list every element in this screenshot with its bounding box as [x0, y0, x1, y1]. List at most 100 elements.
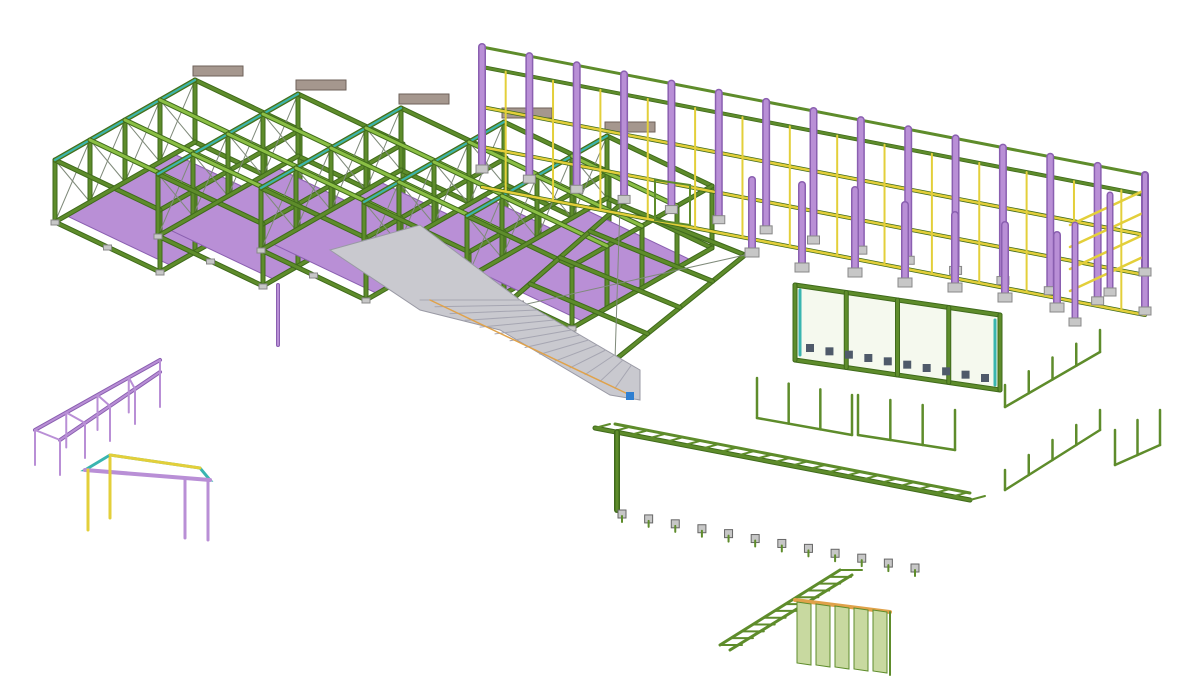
canopy-rung: [34, 429, 61, 441]
post-footing: [759, 225, 773, 235]
post-footing: [1138, 306, 1152, 316]
stair-tread: [539, 339, 590, 355]
tray-rung: [665, 436, 683, 443]
canopy-rung: [127, 376, 136, 390]
cross-brace: [227, 133, 264, 177]
base-plate: [258, 283, 268, 290]
roof-equipment-block: [295, 79, 347, 91]
tray-rung: [826, 467, 844, 474]
base-plate: [309, 272, 318, 279]
stair-tread: [584, 354, 615, 376]
stair-tread: [434, 304, 530, 308]
stair-tread: [479, 319, 555, 328]
roof-rung: [500, 194, 609, 248]
canopy-rung: [96, 394, 111, 407]
access-panel: [872, 609, 888, 674]
canopy-rung: [65, 411, 86, 424]
tray-rung: [861, 474, 879, 481]
stair-tread: [494, 324, 564, 335]
equipment-unit: [864, 354, 873, 362]
access-panel: [796, 601, 812, 666]
cross-brace: [433, 161, 470, 205]
roof-equipment-block: [604, 121, 656, 133]
post-footing: [1091, 296, 1105, 306]
column-footing: [794, 262, 810, 273]
enclosure-module-assembly: [792, 282, 1003, 393]
tray-rung: [969, 495, 986, 501]
walkway-rung: [588, 229, 714, 283]
post-footing: [522, 174, 536, 184]
tray-rung: [933, 488, 951, 495]
rail-base: [856, 433, 957, 452]
stair-landing-block: [626, 392, 634, 400]
platform-frames-assembly: [50, 65, 748, 363]
cross-brace: [192, 153, 229, 197]
cross-brace: [89, 139, 126, 183]
tray-rung: [897, 481, 915, 488]
tray-rung: [629, 429, 647, 436]
roof-rung: [535, 174, 644, 228]
tray-rung: [951, 491, 969, 498]
cross-brace: [260, 187, 297, 231]
bottom-chord: [465, 196, 609, 280]
walkway-rung: [528, 282, 649, 336]
base-plate: [206, 258, 215, 265]
cross-brace: [54, 159, 91, 203]
rail-base: [1003, 350, 1102, 409]
equipment-unit: [883, 357, 892, 366]
access-ladder-assembly: [718, 568, 892, 676]
post-footing: [617, 194, 631, 204]
walkway-brace: [499, 254, 746, 311]
tray-rung: [754, 453, 772, 460]
post-footing: [475, 164, 489, 174]
rail-base: [1113, 443, 1162, 467]
bottom-chord: [259, 168, 403, 252]
tray-rung: [844, 471, 861, 477]
stair-tread: [449, 309, 538, 315]
gate-frame: [654, 178, 691, 227]
roof-equipment-block: [398, 93, 450, 105]
bottom-chord: [570, 246, 714, 330]
standalone-columns-assembly: [744, 176, 1065, 313]
tray-rung: [719, 447, 736, 453]
post-footing: [570, 184, 584, 194]
tray-rung: [647, 433, 665, 440]
column-footing: [744, 247, 760, 258]
stair-tread: [464, 314, 547, 321]
equipment-unit: [942, 367, 951, 376]
cross-brace: [262, 113, 299, 157]
cross-brace: [466, 215, 503, 259]
fence-rail: [480, 185, 1147, 317]
equipment-unit: [844, 350, 853, 359]
top-chord: [53, 158, 162, 212]
top-chord: [156, 172, 265, 226]
stair-handrail: [429, 299, 631, 396]
rail-base: [755, 416, 854, 437]
equipment-unit: [961, 370, 970, 379]
bottom-chord: [53, 140, 197, 224]
canopy-beam: [108, 453, 202, 470]
cable-tray-assembly: [592, 422, 986, 513]
tray-rung: [790, 460, 808, 467]
canopy-beam: [83, 468, 212, 482]
ladder-stringer: [718, 568, 842, 647]
lower-walkway-frame: [276, 202, 748, 363]
cross-brace: [159, 99, 196, 143]
column-footing: [1049, 302, 1065, 313]
cross-brace: [124, 119, 161, 163]
tray-side: [593, 426, 972, 502]
stair-tread: [554, 344, 598, 362]
tray-rung: [772, 457, 790, 464]
cross-brace: [468, 141, 505, 185]
cross-brace: [330, 147, 367, 191]
access-panel: [834, 605, 850, 670]
cross-brace: [536, 175, 573, 219]
cross-brace: [295, 167, 332, 211]
tray-rung: [683, 440, 701, 447]
column-footing: [947, 282, 963, 293]
cross-brace: [398, 181, 435, 225]
base-plate: [50, 219, 60, 226]
tray-rung: [915, 484, 933, 491]
access-panel: [853, 607, 869, 672]
